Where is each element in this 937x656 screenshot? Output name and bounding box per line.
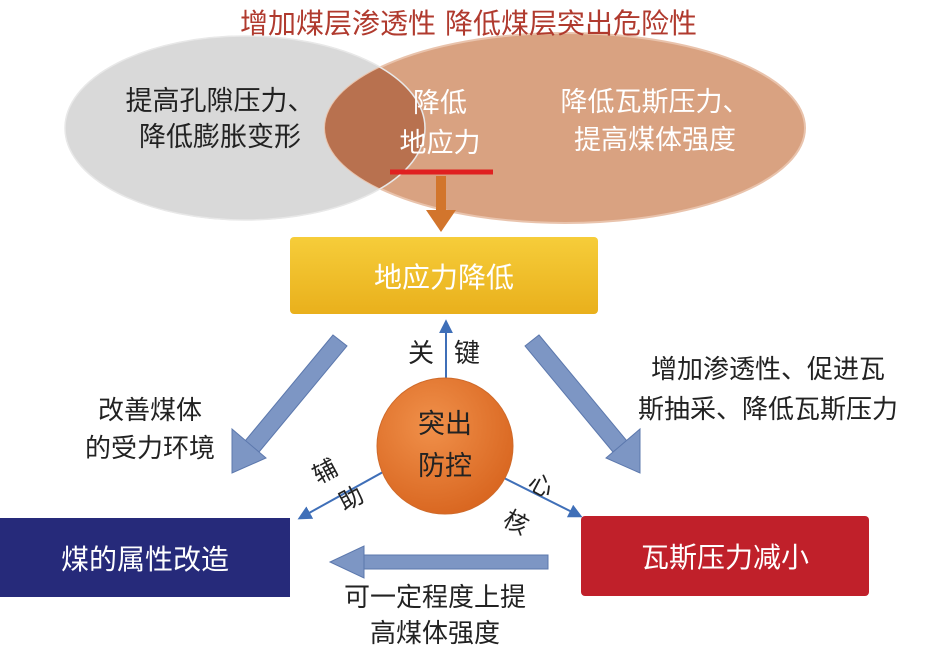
left-side-line-2: 的受力环境 — [84, 434, 215, 464]
stress-box: 地应力降低 — [290, 237, 598, 314]
top-title: 增加煤层渗透性 降低煤层突出危险性 — [240, 7, 697, 40]
bottom-text: 可一定程度上提 高煤体强度 — [305, 580, 565, 652]
right-side-line-1: 增加渗透性、促进瓦 — [650, 355, 885, 385]
coal-box: 煤的属性改造 — [0, 518, 290, 597]
arrow-to-coal — [231, 334, 348, 474]
venn-right-line-2: 提高煤体强度 — [574, 125, 736, 156]
venn-left-line-2: 降低膨胀变形 — [139, 122, 301, 153]
stress-box-shape — [290, 237, 598, 314]
down-arrow — [426, 176, 456, 232]
gas-box-shape — [581, 516, 869, 596]
core-arrow — [499, 475, 583, 518]
venn-overlap-text: 降低 地应力 — [380, 84, 500, 164]
center-circle — [376, 377, 514, 515]
center-line-2: 防控 — [418, 451, 472, 482]
venn-left-text: 提高孔隙压力、 降低膨胀变形 — [95, 84, 345, 156]
gas-box: 瓦斯压力减小 — [581, 516, 869, 596]
bottom-line-2: 高煤体强度 — [369, 619, 500, 649]
aux-arrow — [297, 471, 384, 520]
venn-right-text: 降低瓦斯压力、 提高煤体强度 — [540, 84, 770, 160]
venn-left-outline — [64, 35, 426, 221]
center-line-1: 突出 — [418, 409, 472, 440]
coal-box-shape — [0, 518, 290, 597]
coal-box-label: 煤的属性改造 — [60, 542, 229, 576]
right-side-line-2: 斯抽采、降低瓦斯压力 — [637, 395, 898, 425]
venn-overlap-line-2: 地应力 — [399, 128, 481, 159]
key-label-2: 键 — [454, 339, 481, 369]
venn-overlap-line-1: 降低 — [413, 88, 467, 119]
key-label-1: 关 — [408, 339, 435, 369]
right-side-text: 增加渗透性、促进瓦 斯抽采、降低瓦斯压力 — [600, 350, 936, 430]
arrow-to-gas — [524, 334, 641, 474]
venn-right-line-1: 降低瓦斯压力、 — [560, 87, 750, 118]
gas-box-label: 瓦斯压力减小 — [640, 541, 809, 574]
venn-left-line-1: 提高孔隙压力、 — [125, 86, 315, 117]
left-side-text: 改善煤体 的受力环境 — [55, 392, 245, 468]
left-side-line-1: 改善煤体 — [97, 396, 202, 426]
center-text: 突出 防控 — [395, 404, 495, 488]
arrow-gas-to-coal — [328, 545, 549, 579]
bottom-line-1: 可一定程度上提 — [343, 583, 526, 613]
stress-box-label: 地应力降低 — [373, 260, 514, 294]
